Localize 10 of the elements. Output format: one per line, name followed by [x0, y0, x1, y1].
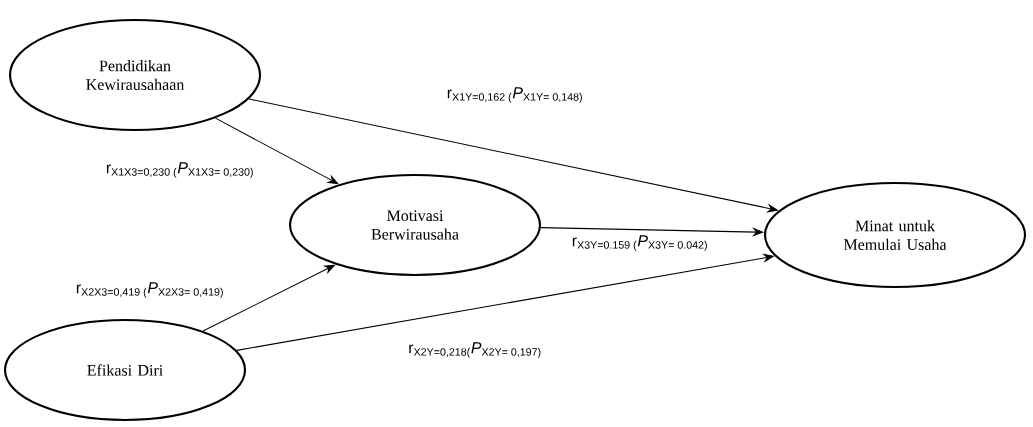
arrow [215, 117, 339, 185]
edge-label: r$_{X1Y=0,162 (}$P$_{X1Y= 0,148)}$ [445, 85, 585, 105]
ellipse-node: Pendidikan Kewirausahaan [8, 18, 262, 132]
ellipse-node: Minat untuk Memulai Usaha [763, 181, 1027, 289]
edge-label: r$_{X2X3=0,419 (}$P$_{X2X3= 0,419)}$ [74, 280, 226, 300]
edge-label: r$_{X1X3=0,230 (}$P$_{X1X3= 0,230)}$ [104, 160, 256, 180]
edge-label: r$_{X3Y=0.159 (}$P$_{X3Y= 0.042)}$ [570, 233, 710, 253]
edge-label: r$_{X2Y=0,218(}$P$_{X2Y= 0,197)}$ [406, 340, 544, 360]
ellipse-node: Motivasi Berwirausaha [288, 173, 542, 277]
ellipse-node: Efikasi Diri [3, 318, 247, 422]
